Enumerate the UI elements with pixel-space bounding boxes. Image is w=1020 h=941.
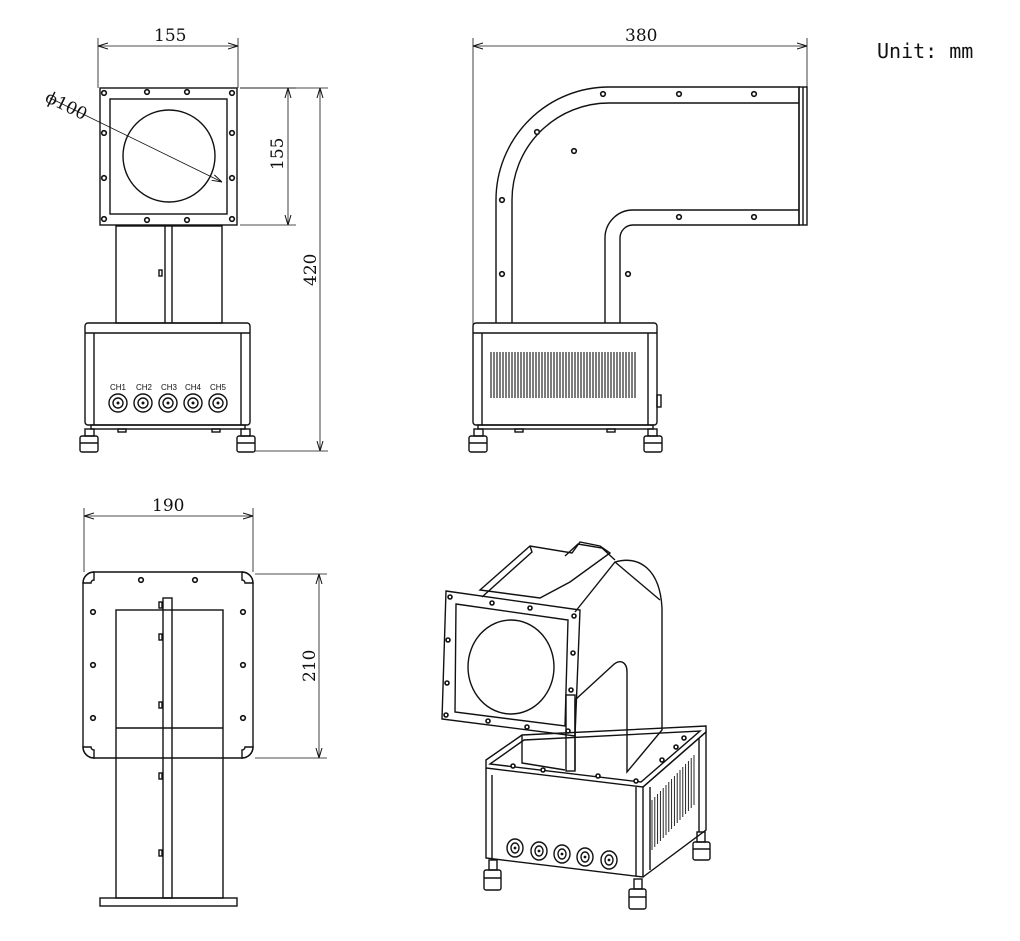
front-view: 155 ϕ100 155 420 [42, 26, 328, 453]
top-width-dimension: 190 [152, 496, 184, 516]
top-base-outline [82, 571, 254, 759]
iso-window-frame [441, 590, 581, 737]
side-width-dimension: 380 [625, 26, 657, 46]
diameter-dimension: ϕ100 [42, 88, 90, 125]
channel-connectors [108, 393, 228, 413]
isometric-view [441, 541, 711, 910]
iso-base-bolts [510, 735, 687, 784]
front-column [115, 225, 223, 324]
unit-label: Unit: mm [877, 39, 973, 63]
top-duct-body [115, 609, 224, 899]
iso-window-lens [467, 619, 555, 715]
iso-elbow-duct [574, 559, 663, 774]
side-feet [468, 428, 663, 453]
front-feet [79, 428, 256, 453]
total-height-dimension: 420 [301, 254, 321, 286]
top-depth-dimension: 210 [300, 650, 320, 682]
front-window-height-dimension: 155 [268, 138, 288, 170]
elbow-duct [495, 86, 800, 323]
front-frame-bolts [100, 88, 236, 224]
channel-label: CH2 [136, 383, 153, 392]
channel-label: CH3 [161, 383, 178, 392]
front-window-lens [122, 109, 216, 203]
iso-channel-connectors [506, 838, 618, 870]
channel-labels: CH1 CH2 CH3 CH4 CH5 [110, 383, 227, 392]
iso-feet [483, 831, 711, 910]
front-window-frame [99, 87, 238, 226]
side-view: 380 [468, 26, 808, 453]
front-base-box [84, 322, 251, 426]
top-base-bolts [89, 576, 247, 722]
top-flange [99, 897, 238, 907]
channel-label: CH1 [110, 383, 127, 392]
iso-frame-bolts [443, 594, 577, 734]
top-view: 190 210 [82, 496, 327, 907]
side-vent-grille [490, 352, 636, 398]
channel-label: CH4 [185, 383, 202, 392]
iso-vent-grille [651, 755, 695, 850]
duct-bolts [498, 90, 758, 278]
front-width-dimension: 155 [154, 26, 186, 46]
channel-label: CH5 [210, 383, 227, 392]
